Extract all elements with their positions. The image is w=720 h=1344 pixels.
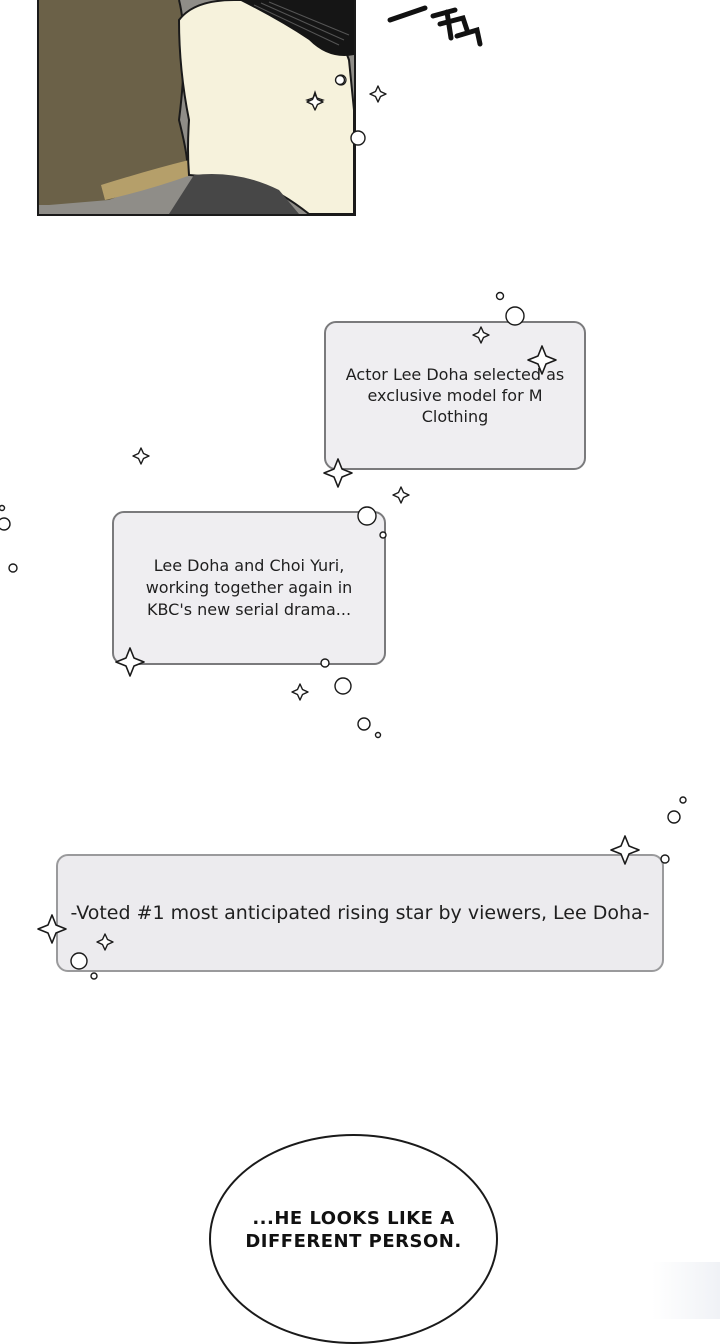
news-caption-text: Actor Lee Doha selected as exclusive mod… [345, 365, 565, 426]
panel-illustration [39, 0, 354, 214]
news-caption-text: Lee Doha and Choi Yuri, working together… [145, 556, 353, 619]
sfx-strokes [387, 5, 483, 47]
corner-fade [652, 1262, 720, 1319]
speech-bubble [209, 1134, 498, 1344]
news-caption-box: -Voted #1 most anticipated rising star b… [56, 854, 664, 972]
news-caption-box: Lee Doha and Choi Yuri, working together… [112, 511, 386, 665]
speech-bubble-text: ...HE LOOKS LIKE A DIFFERENT PERSON. [245, 1208, 462, 1252]
comic-panel [37, 0, 356, 216]
news-caption-box: Actor Lee Doha selected as exclusive mod… [324, 321, 586, 470]
news-caption-text: -Voted #1 most anticipated rising star b… [70, 902, 650, 924]
